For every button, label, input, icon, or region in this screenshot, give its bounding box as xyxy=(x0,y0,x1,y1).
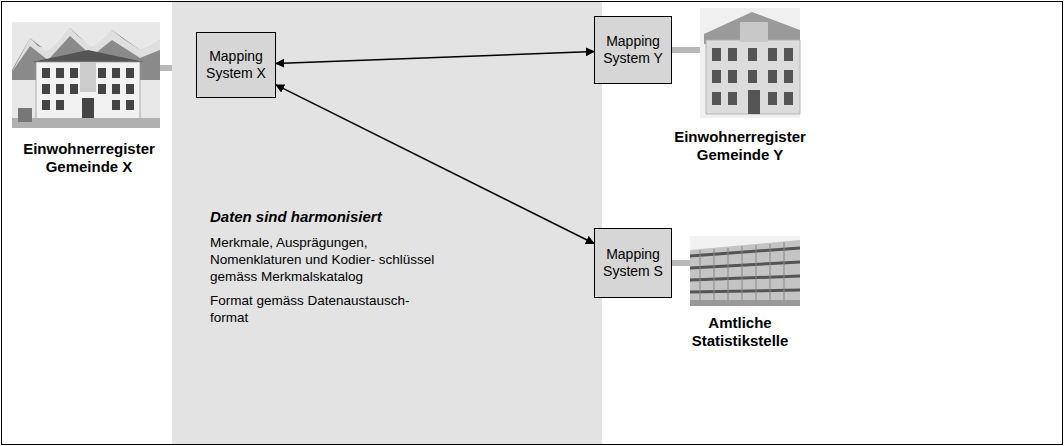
box-label: Mapping System Y xyxy=(600,33,666,67)
mapping-system-box: Mapping System Y xyxy=(594,16,672,84)
box-label: Mapping System X xyxy=(202,48,270,82)
mapping-system-box: Mapping System S xyxy=(594,228,672,298)
photo-town-hall-y xyxy=(700,8,800,118)
building-caption: Einwohnerregister Gemeinde X xyxy=(13,140,165,176)
harmonized-data-panel: Daten sind harmonisiertMerkmale, Auspräg… xyxy=(172,2,602,444)
mapping-system-box: Mapping System X xyxy=(196,32,276,98)
building-caption: Amtliche Statistikstelle xyxy=(664,314,816,350)
panel-note: Format gemäss Datenaustausch- format xyxy=(210,292,442,326)
stub-line xyxy=(672,47,700,53)
panel-heading: Daten sind harmonisiert xyxy=(210,208,450,226)
panel-note: Merkmale, Ausprägungen, Nomenklaturen un… xyxy=(210,234,442,285)
photo-statistics-office xyxy=(690,236,800,306)
stub-line xyxy=(672,260,690,266)
box-label: Mapping System S xyxy=(600,246,666,280)
building-caption: Einwohnerregister Gemeinde Y xyxy=(664,128,816,164)
photo-town-hall-x xyxy=(12,22,160,128)
